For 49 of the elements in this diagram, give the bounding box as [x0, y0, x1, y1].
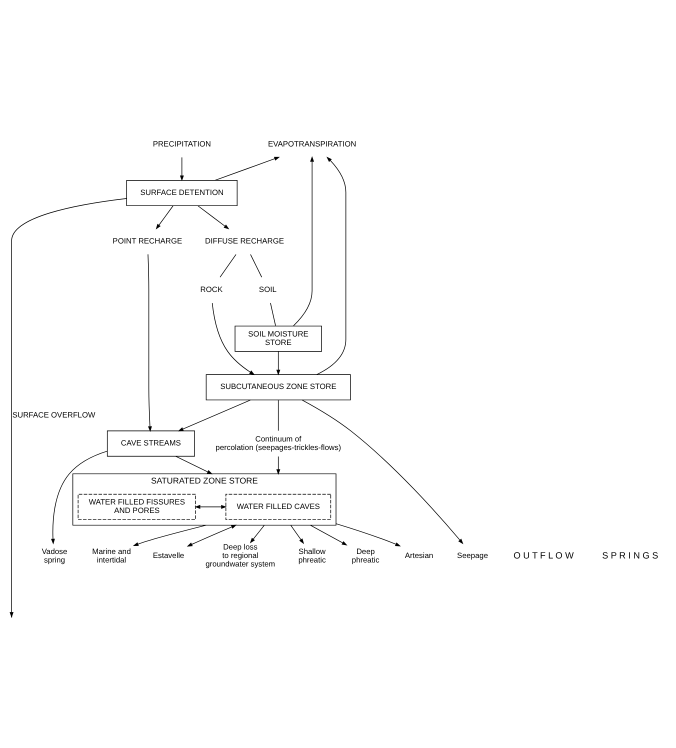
node-text: Artesian: [404, 550, 434, 560]
arrow: [156, 205, 174, 229]
node-box: SOIL MOISTURE STORE: [234, 325, 322, 352]
node-text: SOIL: [258, 284, 277, 294]
arrow: [51, 450, 108, 544]
node-text: Shallow phreatic: [298, 546, 326, 564]
arrow: [178, 399, 251, 431]
arrow: [198, 205, 230, 229]
arrow: [316, 156, 346, 374]
arrow: [336, 522, 401, 546]
arrow: [310, 524, 348, 546]
node-text: DIFFUSE RECHARGE: [204, 236, 284, 246]
arrow: [276, 350, 280, 375]
node-text: Vadose spring: [42, 546, 68, 564]
node-text: Deep phreatic: [352, 546, 380, 564]
arrow: [276, 456, 280, 474]
label: S P R I N G S: [602, 550, 658, 560]
node-box: WATER FILLED CAVES: [226, 493, 332, 520]
node-text: EVAPOTRANSPIRATION: [268, 138, 356, 148]
arrow: [214, 156, 280, 180]
node-text: Deep loss to regional groundwater system: [205, 542, 276, 568]
arrow: [302, 399, 464, 544]
arrow: [132, 524, 207, 546]
arrow: [250, 524, 265, 543]
connector: [270, 302, 276, 326]
edge-label: SURFACE OVERFLOW: [12, 410, 96, 419]
connector: [220, 254, 236, 278]
node-text: ROCK: [200, 284, 223, 294]
node-text: Continuum of percolation (seepages-trickles-flows): [216, 434, 342, 452]
node-text: Estavelle: [152, 550, 184, 560]
node-box: WATER FILLED FISSURES AND PORES: [78, 493, 196, 520]
arrow: [148, 253, 152, 432]
node-text: POINT RECHARGE: [112, 236, 182, 246]
connector: [250, 254, 262, 278]
node-box: CAVE STREAMS: [106, 430, 195, 456]
arrow: [212, 302, 255, 375]
node-text: Seepage: [457, 550, 488, 560]
node-text: Marine and intertidal: [92, 546, 131, 564]
node-box: SURFACE DETENTION: [126, 180, 238, 206]
arrow: [175, 456, 213, 474]
arrow: [194, 504, 227, 508]
node-box: SUBCUTANEOUS ZONE STORE: [206, 374, 351, 400]
node-text: PRECIPITATION: [152, 138, 211, 148]
arrow: [180, 156, 184, 181]
arrow: [186, 524, 237, 546]
label: O U T F L O W: [514, 550, 574, 560]
arrow: [293, 156, 314, 326]
connector: [278, 399, 279, 431]
arrow: [290, 524, 304, 544]
